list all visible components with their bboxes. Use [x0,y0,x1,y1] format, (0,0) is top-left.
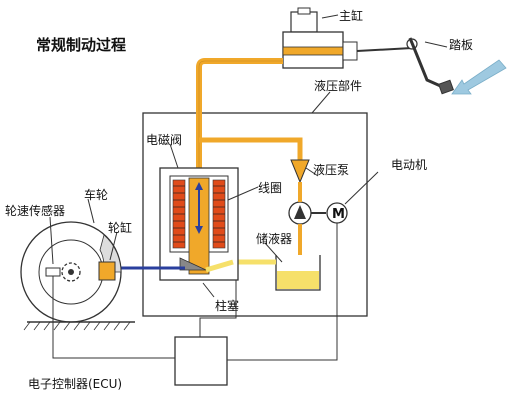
pedal-label: 踏板 [449,38,473,52]
master-cylinder [282,7,413,69]
plunger-label: 柱塞 [215,298,239,313]
pump-leader [305,167,319,177]
wheel-speed-sensor-leader [49,216,54,265]
plunger-leader [202,282,215,298]
wheel-cylinder-leader [109,231,118,261]
master-cylinder-leader [321,14,339,19]
solenoid-valve-leader [169,143,179,169]
pump-label: 液压泵 [313,162,349,177]
ecu-label: 电子控制器(ECU) [28,377,122,391]
wheel-speed-sensor [45,267,61,277]
diagram-title: 常规制动过程 [36,36,126,54]
accumulator [233,255,321,291]
brake-line-master-outline [198,60,283,190]
coil-label: 线圈 [258,181,282,195]
accumulator-label: 储液器 [256,231,292,246]
wheel-cylinder [98,261,116,281]
electric-motor: M [311,202,348,224]
hydraulic-pump [288,159,312,255]
hydraulic-unit-label: 液压部件 [314,78,362,93]
ecu-wire-sensor [52,276,175,359]
brake-pedal [406,37,454,95]
ecu-box [174,336,228,386]
wheel-label: 车轮 [84,187,108,202]
solenoid-valve [159,167,239,281]
wheel-cylinder-label: 轮缸 [108,220,132,235]
brake-line-master [196,58,283,190]
hydraulic-unit-leader [311,91,331,114]
coil-leader [227,186,259,201]
motor-label: 电动机 [391,158,427,172]
tone-ring-gear [61,262,81,282]
motor-symbol: M [332,207,345,222]
wheel-leader [87,198,95,224]
wheel-speed-sensor-label: 轮速传感器 [5,203,65,218]
ecu-wire-motor [227,223,338,361]
master-cylinder-label: 主缸 [339,8,363,23]
hydraulic-unit-frame [142,112,368,317]
pedal-leader [424,41,448,48]
pump-return-line [199,137,303,170]
wheel-assembly [20,221,135,331]
solenoid-valve-label: 电磁阀 [146,132,182,147]
ecu-wire-valve [199,280,237,337]
accumulator-leader [264,242,283,263]
pedal-force-arrow [451,59,507,95]
motor-leader [344,171,379,205]
